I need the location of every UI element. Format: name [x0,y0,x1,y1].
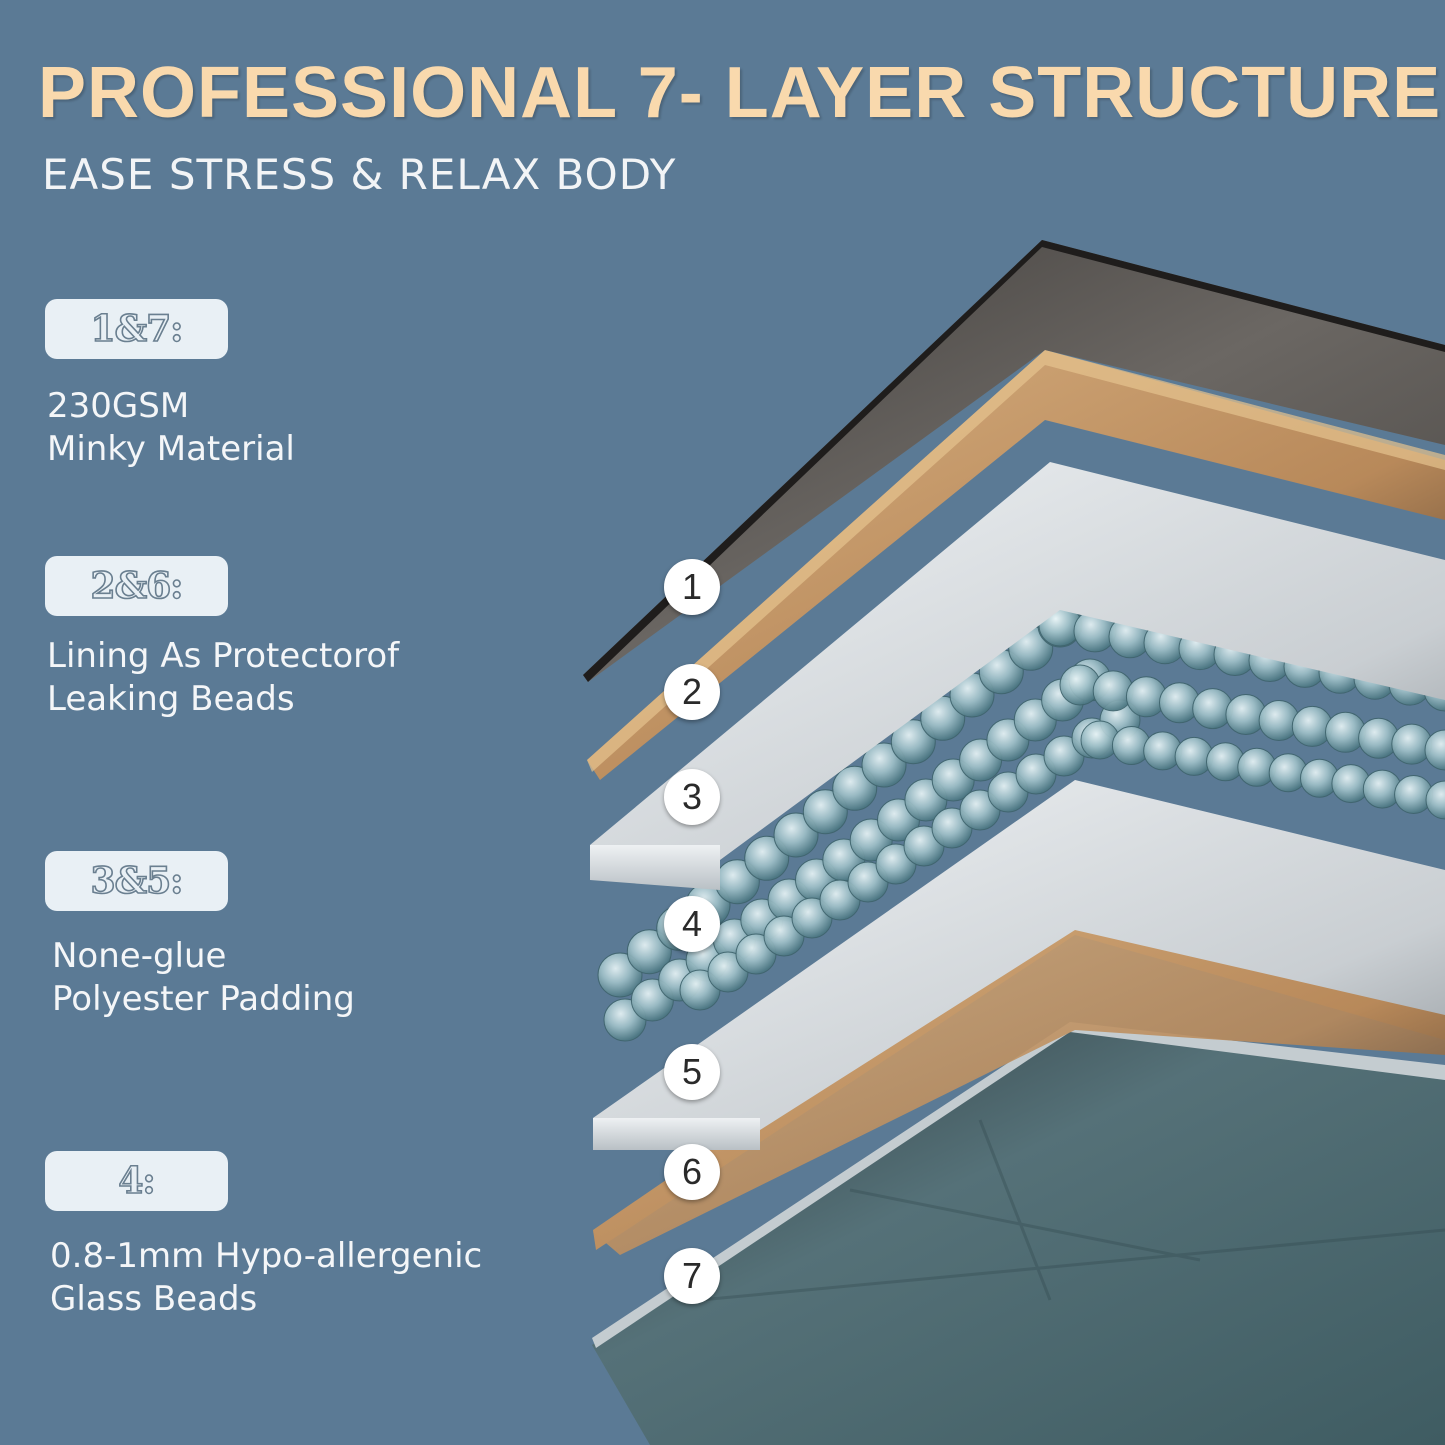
layer-1-minky-top [583,240,1445,682]
layer-3-padding [590,462,1445,890]
legend-desc-line: 0.8-1mm Hypo-allergenic [50,1236,483,1276]
legend-desc-4: 0.8-1mm Hypo-allergenic Glass Beads [50,1235,482,1321]
layer-7-minky-bottom [592,1022,1445,1445]
legend-desc-line: None-glue [52,936,227,976]
legend-badge-label: 3&5: [90,859,184,903]
legend-badge-2-6: 2&6: [45,556,228,616]
layer-number-7: 7 [664,1248,720,1304]
legend-desc-3-5: None-glue Polyester Padding [52,935,355,1021]
layer-number-1: 1 [664,559,720,615]
layer-number-6: 6 [664,1144,720,1200]
layer-6-lining [593,900,1445,1255]
layer-number-3: 3 [664,769,720,825]
page-subtitle: EASE STRESS & RELAX BODY [42,150,677,199]
legend-badge-4: 4: [45,1151,228,1211]
glass-bead [1424,729,1445,771]
layer-number-4: 4 [664,896,720,952]
legend-badge-1-7: 1&7: [45,299,228,359]
legend-desc-line: Minky Material [47,429,295,469]
legend-badge-label: 4: [118,1159,157,1203]
layer-2-lining [587,350,1445,780]
legend-desc-line: Polyester Padding [52,979,355,1019]
legend-badge-3-5: 3&5: [45,851,228,911]
layer-number-2: 2 [664,664,720,720]
page-title: PROFESSIONAL 7- LAYER STRUCTURE [38,53,1442,133]
legend-desc-line: Glass Beads [50,1279,258,1319]
glass-bead [1425,780,1445,820]
layer-number-5: 5 [664,1044,720,1100]
legend-desc-line: Lining As Protectorof [47,636,400,676]
layer-5-padding [593,780,1445,1150]
legend-desc-1-7: 230GSM Minky Material [47,385,295,471]
legend-desc-line: Leaking Beads [47,679,295,719]
legend-desc-2-6: Lining As Protectorof Leaking Beads [47,635,399,721]
legend-badge-label: 2&6: [90,564,184,608]
legend-desc-line: 230GSM [47,386,190,426]
legend-badge-label: 1&7: [90,307,184,351]
